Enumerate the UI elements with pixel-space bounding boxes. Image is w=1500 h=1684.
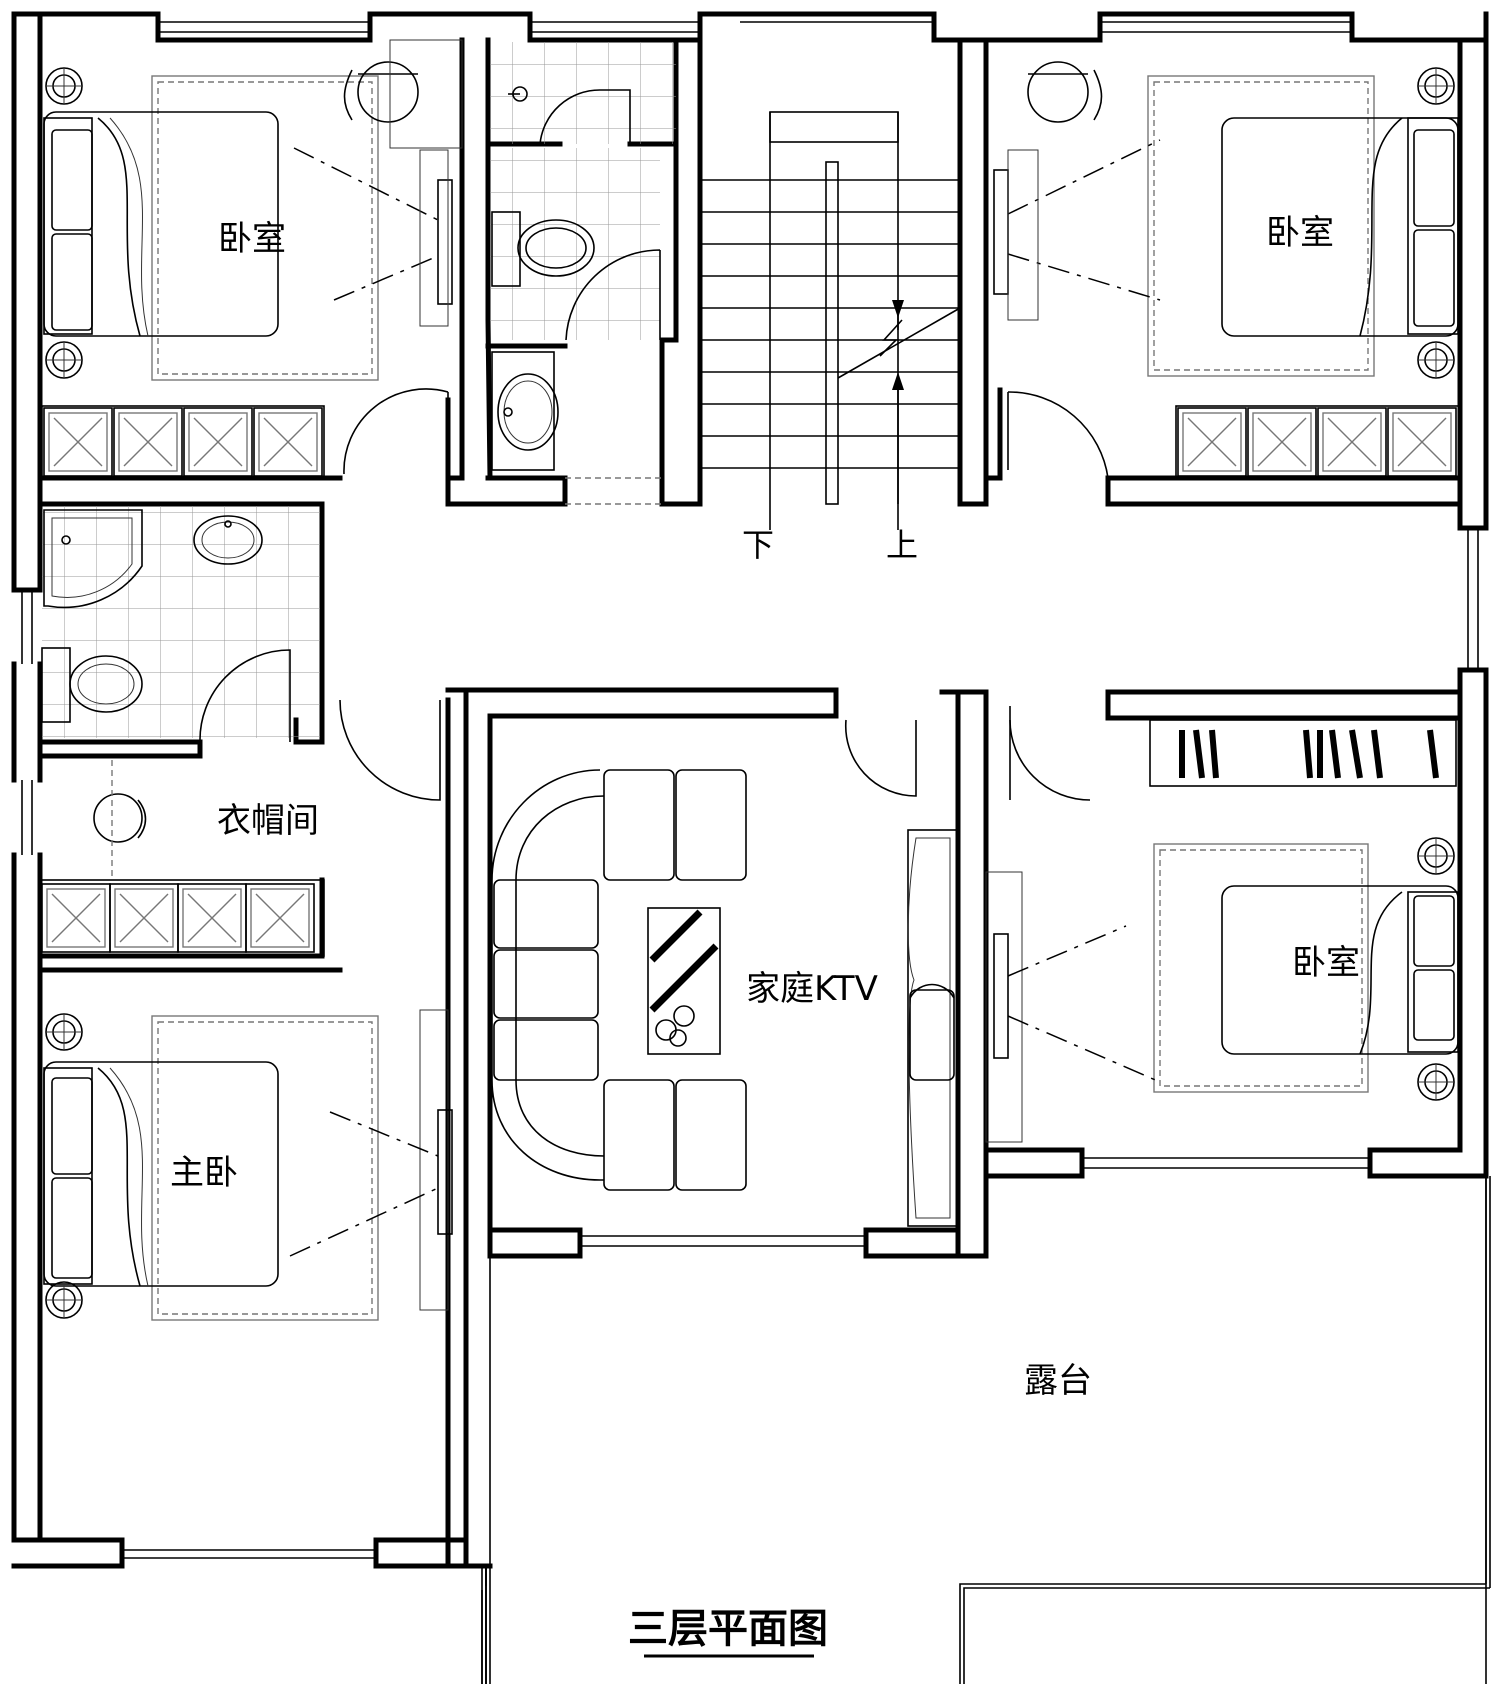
outer-walls: [11, 11, 1489, 1684]
room-label-cloakroom: 衣帽间: [217, 801, 319, 841]
stair-up-label: 上: [886, 526, 918, 564]
drawing-title: 三层平面图: [628, 1606, 828, 1652]
room-label-bedroom-top-right: 卧室: [1266, 213, 1334, 253]
room-label-master-bedroom: 主卧: [170, 1153, 238, 1193]
room-label-terrace: 露台: [1024, 1361, 1092, 1401]
top-bathroom: [490, 42, 676, 505]
bedroom-top-right-furniture: [993, 61, 1461, 479]
cloakroom-furniture: [39, 760, 325, 957]
room-label-bedroom-mid-right: 卧室: [1292, 943, 1360, 983]
room-label-family-ktv: 家庭KTV: [746, 969, 878, 1009]
stair-down-label: 下: [742, 526, 774, 564]
staircase: [700, 111, 961, 530]
ktv-furniture: [491, 769, 959, 1227]
corridor-doors: [339, 699, 1091, 801]
interior-walls: [37, 37, 1489, 1684]
master-bedroom-furniture: [43, 1009, 453, 1321]
bedroom-mid-right-furniture: [985, 719, 1459, 1143]
bedroom-top-left-furniture: [41, 39, 463, 479]
terrace-boundary: [481, 1176, 1491, 1684]
room-label-bedroom-top-left: 卧室: [218, 219, 286, 259]
left-bathroom: [41, 506, 320, 743]
